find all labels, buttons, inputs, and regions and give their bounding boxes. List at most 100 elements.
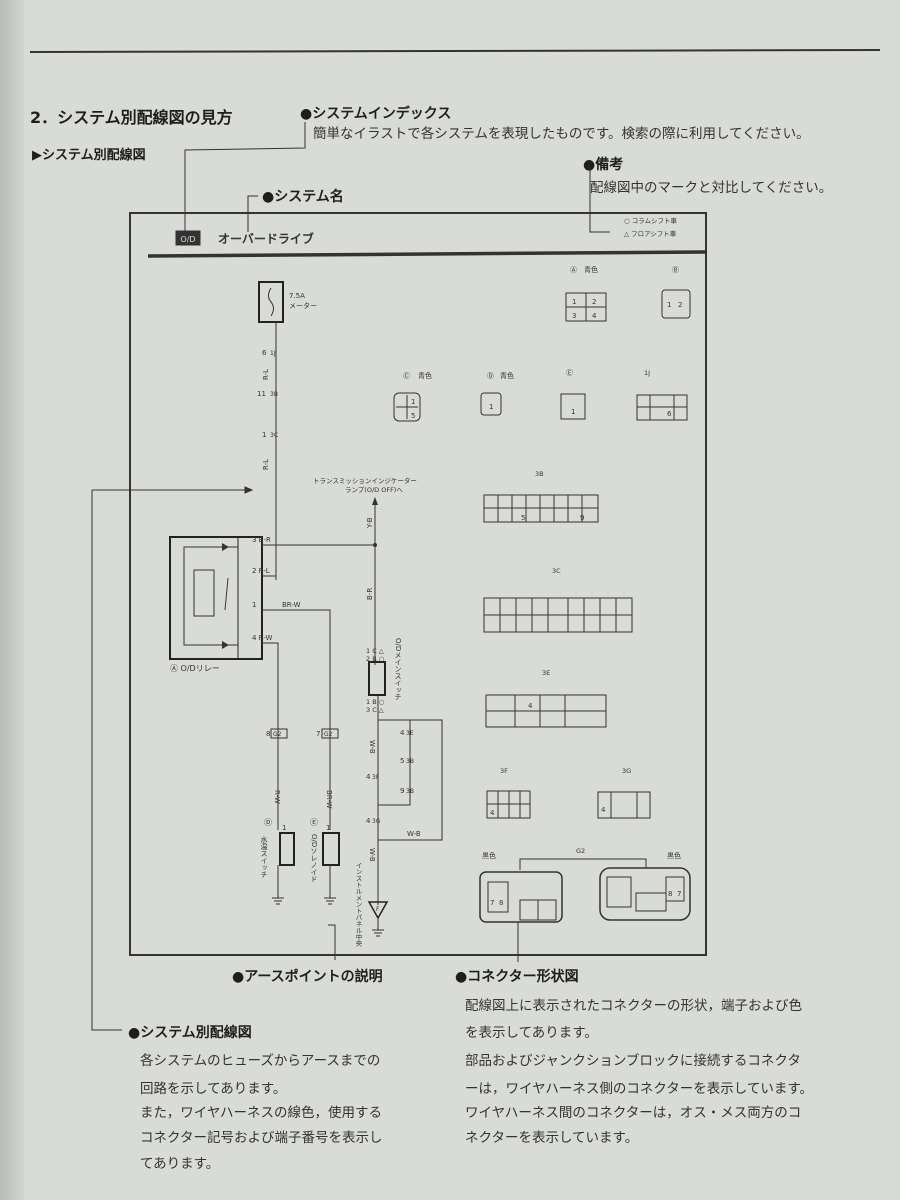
ground-icon [372,929,384,937]
wire-pin1 [262,609,331,830]
connector-id: Ⓓ [487,372,494,380]
remarks-text: 配線図中のマークと対比してください。 [590,180,833,196]
pin-number: 7 [677,890,681,898]
earth-point-id: F [376,906,380,913]
connector-g2-female [479,871,563,923]
page-edge [0,0,24,1200]
system-wiring-line: 回路を示してあります。 [140,1081,287,1097]
wire-color-label: B-R [366,588,374,600]
fuse-name: メーター [289,301,317,310]
pin-number: 4 [528,702,533,710]
connector-color: 黒色 [667,851,681,860]
top-rule [29,49,881,53]
connector-shape-line: ネクターを表示しています。 [465,1130,639,1146]
connector-id: 3C [552,567,561,575]
title-rule [147,250,706,258]
pin-number: 1 [571,408,575,416]
connector-3g [597,791,651,819]
pin-number: 3 [572,312,576,320]
connector-shape-line: を表示してあります。 [465,1025,598,1041]
system-index-text: 簡単なイラストで各システムを表現したものです。検索の際に利用してください。 [313,126,810,142]
switch-label: O/Dメインスイッチ [394,638,402,700]
wire-color-label: BR-W [282,601,301,609]
relay-pin-label: 1 [252,601,256,609]
leader-system-index [184,122,306,232]
connector-shape-line: 部品およびジャンクションブロックに接続するコネクタ [465,1053,801,1069]
connector-tag: 3B [270,391,278,398]
connector-tag-box [321,728,339,739]
connector-color: 青色 [418,371,432,380]
system-wiring-title: ●システム別配線図 [128,1025,252,1041]
connector-d [480,392,502,416]
wire-color-label: W-B [368,740,376,754]
connector-tag: G2 [273,731,282,738]
connector-g2-male [599,867,691,921]
connector-id: G2 [576,847,585,855]
pin-number: 6 [667,410,672,418]
connector-color: 黒色 [482,851,496,860]
earth-point-title: ●アースポイントの説明 [232,969,383,985]
connector-id: 1J [644,369,650,377]
switch-pin-label: 3 C △ [366,706,384,714]
pin-number: 1 [411,398,415,406]
remarks-title: ●備考 [583,157,624,173]
connector-pair-bracket [519,858,647,870]
connector-c [393,392,421,422]
ground-icon [272,897,336,905]
wire-color-label: R-L [262,369,270,380]
subsection-title: ▶システム別配線図 [32,148,146,163]
pin-number: 1 [489,403,493,411]
connector-id: 3E [542,669,550,677]
pin-number: 8 [499,899,503,907]
pin-number: 1 [282,824,286,832]
connector-color: 青色 [500,371,514,380]
connector-id: 3G [622,767,631,775]
connector-tag: 1J [270,350,276,357]
relay-pin-label: 4 R-W [252,634,273,642]
relay-contact-icon [224,577,229,611]
connector-shape-title: ●コネクター形状図 [455,969,579,985]
earth-point-label: インストルメントパネル中央 [354,862,362,948]
indicator-label: トランスミッションインジケーター [313,476,417,485]
solenoid-label: O/Dソレノイド [310,834,318,882]
diagram-frame [129,212,707,956]
connector-tag: G2 [324,731,333,738]
leader-system-name [247,195,258,232]
wire-color-label: BR-W [325,790,333,809]
system-wiring-line: てあります。 [140,1156,220,1172]
connector-tag-box [270,728,288,739]
pin-number: 1 [262,431,266,439]
connector-tag: 3B [406,758,414,765]
connector-tag: 3F [372,774,380,781]
wire-color-label: R-W [273,790,281,804]
relay-coil-icon [193,569,215,617]
connector-id: Ⓒ [403,372,410,380]
od-solenoid [322,832,340,866]
connector-tag: 3B [406,788,414,795]
wire-color-label: Y-B [366,517,374,529]
switch-pin-label: 1 C △ [366,647,384,655]
section-title: 2．システム別配線図の見方 [30,108,233,127]
switch-pin-label: 2 B ○ [366,655,385,663]
connector-shape-line: 配線図上に表示されたコネクターの形状，端子および色 [465,998,802,1014]
system-name: オーバードライブ [218,231,314,246]
pin-number: 4 [366,773,371,781]
water-switch-label: 水温スイッチ [260,835,268,878]
pin-number: 4 [601,806,606,814]
arrow-icon [244,486,254,494]
diode-icon [222,543,229,551]
fuse-icon [258,281,284,323]
relay-internal-wire [183,546,238,646]
connector-e [560,393,586,420]
pin-number: 7 [490,899,494,907]
connector-id: 3B [535,470,544,478]
pin-number: 4 [366,817,371,825]
system-name-title: ●システム名 [262,189,344,205]
pin-number: 4 [592,312,597,320]
pin-number: 2 [678,301,682,309]
connector-b [661,289,691,319]
relay-pin-label: 3 B-R [252,536,271,544]
pin-number: 2 [592,298,596,306]
pin-number: 1 [667,301,671,309]
